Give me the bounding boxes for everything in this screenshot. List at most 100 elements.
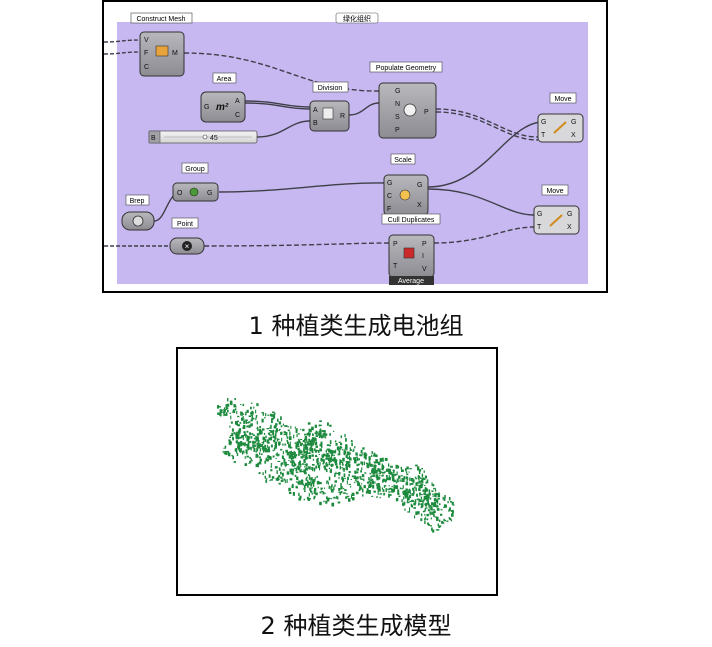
plant-mark — [292, 492, 295, 496]
plant-mark — [314, 437, 316, 440]
plant-mark — [273, 436, 276, 439]
plant-mark — [309, 447, 312, 452]
plant-mark — [379, 471, 382, 474]
plant-mark — [426, 518, 429, 521]
plant-mark — [425, 488, 428, 492]
plant-mark — [226, 404, 228, 408]
plant-mark — [324, 436, 327, 439]
plant-mark — [373, 461, 376, 463]
plant-mark — [354, 457, 356, 461]
plant-mark — [298, 440, 301, 444]
plant-mark — [275, 458, 277, 460]
area-component[interactable] — [200, 91, 246, 123]
plant-mark — [245, 449, 247, 453]
plant-mark — [282, 423, 284, 426]
plant-mark — [433, 498, 437, 502]
plant-mark — [280, 463, 282, 466]
plant-mark — [222, 451, 226, 453]
plant-mark — [305, 444, 308, 446]
plant-mark — [369, 484, 372, 488]
plant-mark — [427, 503, 430, 506]
wire-f-in — [104, 51, 141, 55]
plant-mark — [314, 449, 318, 453]
plant-mark — [375, 470, 378, 473]
plant-mark — [307, 473, 310, 476]
plant-mark — [431, 482, 433, 486]
plant-mark — [319, 424, 322, 426]
plant-mark — [421, 505, 424, 508]
plant-mark — [270, 469, 273, 472]
plant-mark — [437, 497, 440, 500]
plant-mark — [284, 461, 286, 466]
plant-mark — [388, 463, 390, 467]
plant-mark — [425, 481, 427, 484]
plant-mark — [328, 467, 330, 470]
plant-mark — [450, 501, 453, 503]
plant-mark — [416, 499, 418, 501]
plant-mark — [250, 423, 253, 426]
plant-mark — [282, 472, 284, 477]
plant-mark — [269, 479, 271, 482]
slider-handle[interactable] — [202, 134, 208, 140]
plant-mark — [429, 492, 431, 496]
plant-mark — [391, 477, 395, 482]
plant-mark — [265, 451, 267, 453]
plant-mark — [312, 458, 314, 461]
plant-mark — [237, 415, 240, 418]
plant-mark — [308, 444, 311, 446]
plant-mark — [256, 443, 259, 446]
plant-mark — [407, 497, 409, 500]
plant-mark — [289, 478, 293, 481]
plant-mark — [261, 418, 264, 423]
plant-mark — [284, 425, 287, 427]
cull-footer-bar[interactable] — [389, 276, 434, 285]
point-tag — [171, 217, 199, 229]
plant-mark — [234, 408, 237, 411]
plant-mark — [408, 488, 411, 491]
plant-mark — [371, 469, 373, 472]
plant-mark — [382, 457, 384, 462]
scale-title: Scale — [394, 157, 412, 164]
plant-mark — [340, 491, 343, 494]
wire-v-in — [104, 39, 141, 43]
plant-mark — [257, 445, 261, 449]
plant-mark — [388, 468, 391, 473]
plant-mark — [294, 474, 297, 477]
plant-mark — [233, 461, 236, 463]
plant-mark — [248, 447, 252, 450]
slider-name: B — [151, 135, 156, 142]
plant-mark — [419, 492, 421, 495]
plant-mark — [406, 501, 410, 504]
plant-mark — [368, 481, 371, 483]
plant-mark — [418, 502, 420, 505]
plant-mark — [345, 496, 348, 499]
plant-mark — [251, 415, 253, 419]
plant-mark — [423, 495, 427, 497]
plant-mark — [381, 468, 383, 470]
plant-mark — [303, 458, 306, 463]
move2-tag — [541, 184, 569, 196]
cull-footer: Average — [398, 278, 424, 285]
plant-mark — [394, 480, 397, 482]
plant-mark — [314, 424, 317, 428]
plant-mark — [355, 477, 357, 482]
plant-mark — [250, 419, 253, 422]
plant-mark — [308, 431, 310, 434]
group-icon — [189, 187, 199, 197]
plant-mark — [397, 465, 400, 467]
plant-mark — [395, 498, 399, 502]
plant-mark — [340, 487, 343, 490]
plant-mark — [327, 449, 330, 452]
plant-mark — [362, 447, 365, 450]
plant-mark — [289, 447, 293, 449]
plant-mark — [302, 428, 305, 432]
plant-mark — [377, 491, 379, 495]
plant-mark — [265, 448, 268, 453]
plant-mark — [431, 527, 433, 531]
plant-mark — [401, 469, 404, 472]
plant-mark — [256, 446, 259, 450]
plant-mark — [396, 478, 399, 483]
plant-mark — [306, 441, 309, 444]
plant-mark — [342, 464, 344, 466]
plant-mark — [295, 447, 297, 449]
